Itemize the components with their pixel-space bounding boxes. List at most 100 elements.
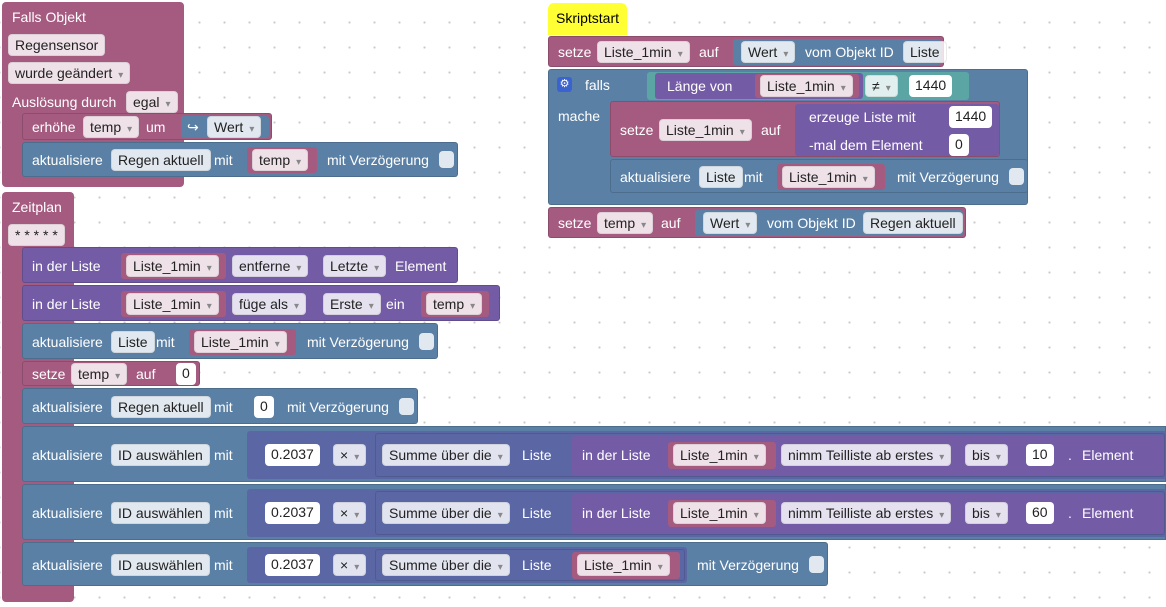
sum-block[interactable]: Summe über die Liste Liste_1min [375,549,685,581]
delay-checkbox[interactable] [439,151,454,168]
list-var-block[interactable]: Liste_1min [668,442,776,469]
action-dropdown[interactable]: entferne [232,255,309,277]
count-number[interactable]: 10 [1026,444,1054,466]
set-var-dropdown[interactable]: temp [597,212,654,234]
update-target-field[interactable]: Regen aktuell [111,149,211,171]
update-rain-zero-block[interactable]: aktualisiere Regen aktuell mit 0 mit Ver… [22,388,418,424]
delay-checkbox[interactable] [1009,168,1024,185]
factor-number[interactable]: 0.2037 [265,502,320,524]
multiply-block[interactable]: 0.2037 × Summe über die Liste Liste_1min [247,547,687,583]
update-list-block[interactable]: aktualisiere Liste mit Liste_1min mit Ve… [22,323,438,359]
operator-dropdown[interactable]: × [333,444,367,466]
value-dropdown[interactable]: Wert [207,116,262,138]
sum-dropdown[interactable]: Summe über die [382,554,510,576]
multiply-block[interactable]: 0.2037 × Summe über die Liste in der Lis… [247,431,1166,479]
event-on-change-block[interactable]: Falls Objekt Regensensor wurde geändert … [2,2,184,187]
compare-block[interactable]: Länge von Liste_1min ≠ 1440 [647,72,969,100]
create-count-number[interactable]: 1440 [949,106,993,128]
var-dropdown[interactable]: temp [252,149,309,171]
update-target-field[interactable]: ID auswählen [111,444,210,466]
list-var-dropdown[interactable]: Liste_1min [126,293,219,315]
multiply-block[interactable]: 0.2037 × Summe über die Liste in der Lis… [247,489,1166,537]
update-target-field[interactable]: ID auswählen [111,502,210,524]
to-dropdown[interactable]: bis [965,502,1008,524]
list-var-block[interactable]: Liste_1min [668,500,776,527]
trigger-dropdown[interactable]: egal [126,91,178,113]
sum-block[interactable]: Summe über die Liste in der Liste Liste_… [375,491,1165,535]
update-list-block[interactable]: aktualisiere Liste mit Liste_1min mit Ve… [610,159,1028,193]
sublist-mode-dropdown[interactable]: nimm Teilliste ab erstes [781,502,952,524]
zero-number[interactable]: 0 [176,363,196,385]
list-var-dropdown[interactable]: Liste_1min [126,255,219,277]
position-dropdown[interactable]: Erste [323,293,381,315]
delay-checkbox[interactable] [809,556,824,573]
object-id-field[interactable]: Regensensor [8,34,106,56]
list-var-dropdown[interactable]: Liste_1min [673,502,766,524]
set-list-create-block[interactable]: setze Liste_1min auf erzeuge Liste mit 1… [610,101,1000,157]
list-var-dropdown[interactable]: Liste_1min [760,75,853,97]
sublist-block[interactable]: in der Liste Liste_1min nimm Teilliste a… [572,436,1164,476]
delay-checkbox[interactable] [419,333,434,350]
sum-dropdown[interactable]: Summe über die [382,444,510,466]
value-dropdown[interactable]: Wert [703,212,758,234]
temp-var-dropdown[interactable]: temp [426,293,483,315]
factor-number[interactable]: 0.2037 [265,444,320,466]
times-value-number[interactable]: 0 [949,134,969,156]
list-var-dropdown[interactable]: Liste_1min [577,554,670,576]
set-var-dropdown[interactable]: Liste_1min [659,119,752,141]
increment-var-dropdown[interactable]: temp [83,116,140,138]
update-rain-block[interactable]: aktualisiere Regen aktuell mit temp mit … [22,142,458,177]
count-number[interactable]: 60 [1026,502,1054,524]
list-var-block[interactable]: Liste_1min [121,291,226,317]
cron-field[interactable]: * * * * * [8,224,65,246]
zero-number[interactable]: 0 [254,396,274,418]
compare-operator-dropdown[interactable]: ≠ [865,75,898,97]
set-var-dropdown[interactable]: Liste_1min [597,41,690,63]
update-target-field[interactable]: ID auswählen [111,554,210,576]
update-target-field[interactable]: Liste [111,331,155,353]
action-dropdown[interactable]: füge als [232,293,307,315]
sum-dropdown[interactable]: Summe über die [382,502,510,524]
var-getter-block[interactable]: temp [247,147,317,173]
list-insert-block[interactable]: in der Liste Liste_1min füge als Erste e… [22,285,500,321]
sublist-mode-dropdown[interactable]: nimm Teilliste ab erstes [781,444,952,466]
sublist-block[interactable]: in der Liste Liste_1min nimm Teilliste a… [572,494,1164,534]
operator-dropdown[interactable]: × [333,554,367,576]
value-getter-block[interactable]: ↪ Wert [181,116,269,138]
temp-var-block[interactable]: temp [421,291,489,317]
value-dropdown[interactable]: Wert [741,41,796,63]
list-var-block[interactable]: Liste_1min [777,164,885,190]
length-block[interactable]: Länge von Liste_1min [655,73,863,99]
condition-dropdown[interactable]: wurde geändert [8,62,131,84]
update-id-total-block[interactable]: aktualisiere ID auswählen mit 0.2037 × S… [22,542,828,586]
update-id-avg60-block[interactable]: aktualisiere ID auswählen mit 0.2037 × S… [22,484,1166,540]
list-var-dropdown[interactable]: Liste_1min [782,166,875,188]
compare-value-number[interactable]: 1440 [909,75,953,97]
increment-block[interactable]: erhöhe temp um ↪ Wert [22,113,272,140]
list-var-block[interactable]: Liste_1min [755,74,859,98]
list-var-block[interactable]: Liste_1min [189,329,296,355]
delay-checkbox[interactable] [399,398,414,415]
to-dropdown[interactable]: bis [965,444,1008,466]
update-id-avg10-block[interactable]: aktualisiere ID auswählen mit 0.2037 × S… [22,426,1166,482]
factor-number[interactable]: 0.2037 [265,554,320,576]
list-var-block[interactable]: Liste_1min [121,253,226,279]
update-target-field[interactable]: Liste [699,166,743,188]
set-temp-from-object-block[interactable]: setze temp auf Wert vom Objekt ID Regen … [548,207,966,238]
object-id-field[interactable]: Liste [903,41,947,63]
set-list-from-object-block[interactable]: setze Liste_1min auf Wert vom Objekt ID … [548,36,947,67]
update-target-field[interactable]: Regen aktuell [111,396,211,418]
object-getter-block[interactable]: Wert vom Objekt ID Liste [733,39,947,65]
operator-dropdown[interactable]: × [333,502,367,524]
object-getter-block[interactable]: Wert vom Objekt ID Regen aktuell [695,210,963,236]
set-var-dropdown[interactable]: temp [71,363,128,385]
list-var-dropdown[interactable]: Liste_1min [194,331,287,353]
list-var-block[interactable]: Liste_1min [572,552,680,579]
gear-icon[interactable]: ⚙ [557,77,572,92]
sum-block[interactable]: Summe über die Liste in der Liste Liste_… [375,433,1165,477]
create-list-block[interactable]: erzeuge Liste mit 1440 -mal dem Element … [795,104,999,156]
script-start-hat[interactable]: Skriptstart [548,3,628,35]
set-temp-block[interactable]: setze temp auf 0 [22,361,200,386]
list-var-dropdown[interactable]: Liste_1min [673,444,766,466]
position-dropdown[interactable]: Letzte [323,255,387,277]
